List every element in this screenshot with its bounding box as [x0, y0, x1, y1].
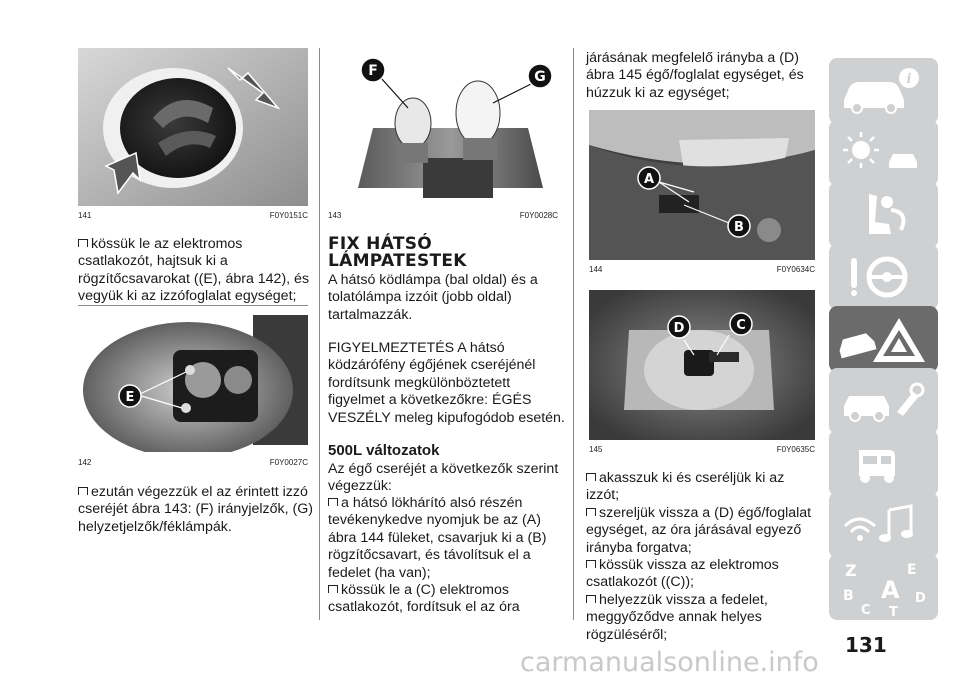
figure-142-caption: 142 F0Y0027C [78, 458, 308, 468]
steering-wheel-icon [851, 256, 908, 298]
tab-emergency[interactable] [829, 306, 938, 372]
figure-number: 141 [78, 211, 92, 220]
specifications-icon [859, 450, 895, 483]
index-letter: E [907, 562, 917, 578]
airbag-seat-icon [869, 194, 906, 234]
figure-number: 145 [589, 445, 603, 454]
tab-technical-data[interactable] [829, 430, 938, 496]
divider [78, 305, 308, 306]
figure-number: 142 [78, 458, 92, 467]
step-replace-bulb-2: akasszuk ki és cseréljük ki az izzót; sz… [586, 470, 812, 643]
bullet-icon [328, 585, 338, 593]
figure-144-image: A B [589, 110, 815, 260]
section-heading: FIX HÁTSÓ LÁMPATESTEK [328, 234, 467, 271]
warning-text: FIGYELMEZTETÉS A hátsó ködzárófény égőjé… [328, 340, 565, 426]
chapter-sidebar: i [829, 58, 938, 630]
index-letter: C [861, 603, 871, 618]
figure-143-caption: 143 F0Y0028C [328, 211, 558, 221]
tab-warning-lights[interactable] [829, 120, 938, 186]
figure-141-image [78, 48, 308, 206]
index-letter: T [889, 605, 898, 620]
figure-number: 143 [328, 211, 342, 220]
bullet-icon [328, 498, 338, 506]
tab-car-info[interactable]: i [829, 58, 938, 124]
svg-text:i: i [907, 72, 912, 87]
index-letter: B [843, 588, 854, 604]
callout-a: A [644, 172, 654, 187]
column-divider [573, 48, 574, 620]
warning-lights-icon [843, 132, 917, 168]
bullet-icon [78, 487, 88, 495]
watermark: carmanualsonline.info [520, 647, 819, 678]
figure-code: F0Y0634C [776, 265, 815, 274]
subheading-500l: 500L változatok [328, 442, 440, 459]
figure-code: F0Y0635C [776, 445, 815, 454]
column-divider [319, 48, 320, 620]
figure-145-caption: 145 F0Y0635C [589, 445, 815, 455]
media-music-icon [843, 504, 913, 542]
figure-code: F0Y0151C [269, 211, 308, 220]
bullet-icon [586, 507, 596, 516]
callout-e: E [126, 390, 135, 405]
tab-multimedia[interactable] [829, 492, 938, 558]
callout-f: F [368, 63, 378, 79]
tab-driving[interactable] [829, 244, 938, 310]
bullet-icon [586, 594, 596, 603]
index-letter: A [881, 576, 900, 604]
step-replace-bulb: ezután végezzük el az érintett izzó cser… [78, 484, 313, 535]
callout-b: B [734, 220, 744, 235]
step-continued: járásának megfelelő irányba a (D) ábra 1… [586, 50, 804, 101]
bullet-icon [586, 473, 596, 481]
emergency-triangle-icon [839, 318, 925, 362]
figure-145-image: D C [589, 290, 815, 440]
figure-143-image: F G [328, 48, 560, 206]
callout-d: D [674, 321, 685, 336]
figure-144-caption: 144 F0Y0634C [589, 265, 815, 275]
figure-141-caption: 141 F0Y0151C [78, 211, 308, 221]
car-info-icon: i [844, 68, 919, 114]
sub-intro: Az égő cseréjét a következők szerint vég… [328, 461, 559, 495]
step-disconnect-connector: kössük le az elektromos csatlakozót, haj… [78, 236, 310, 305]
car-service-icon [844, 382, 925, 422]
tab-safety[interactable] [829, 182, 938, 248]
index-letters-icon: Z E B A C D T [843, 561, 926, 620]
bullet-icon [586, 560, 596, 569]
figure-code: F0Y0027C [269, 458, 308, 467]
index-letter: Z [845, 561, 857, 580]
figure-number: 144 [589, 265, 603, 274]
callout-g: G [534, 69, 546, 85]
step-disconnect-c: kössük le a (C) elektromos csatlakozót, … [328, 582, 520, 616]
section-intro: A hátsó ködlámpa (bal oldal) és a tolató… [328, 272, 538, 323]
callout-c: C [736, 318, 746, 333]
tab-maintenance[interactable] [829, 368, 938, 434]
step-remove-cover: a hátsó lökhárító alsó részén tevékenyke… [328, 495, 547, 581]
index-letter: D [915, 591, 926, 606]
tab-index[interactable]: Z E B A C D T [829, 554, 938, 620]
figure-142-image: E [78, 310, 308, 452]
bullet-icon [78, 239, 88, 247]
figure-code: F0Y0028C [519, 211, 558, 220]
page-number: 131 [845, 633, 887, 657]
